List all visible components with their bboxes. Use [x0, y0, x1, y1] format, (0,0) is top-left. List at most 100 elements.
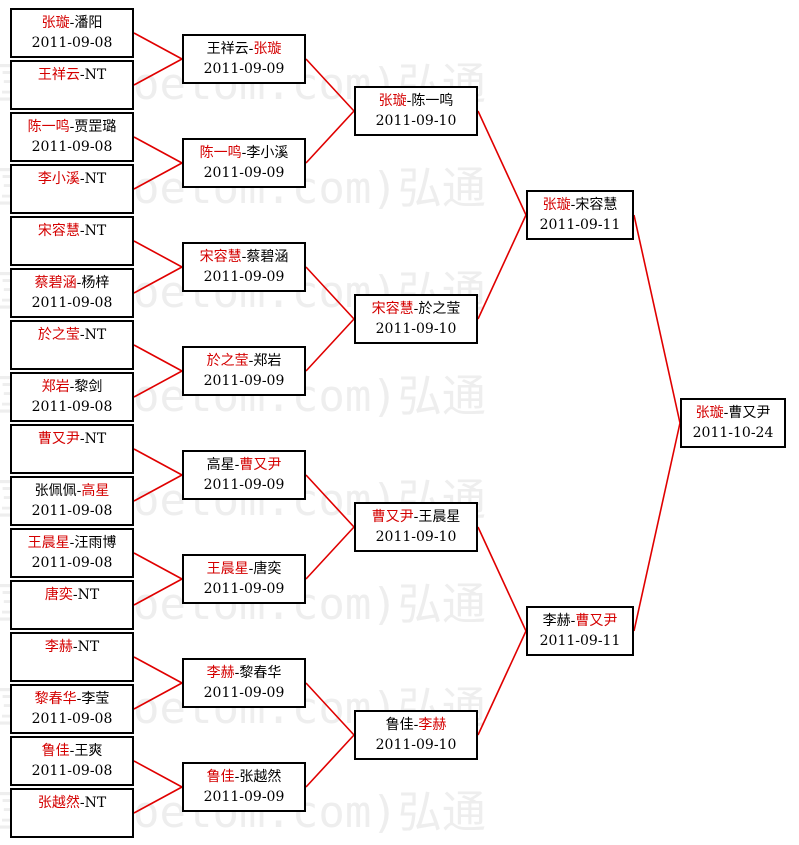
player-2-name: NT	[77, 587, 100, 603]
player-1-name: 黎春华	[34, 691, 77, 707]
player-2-name: 曹又尹	[728, 405, 771, 421]
player-2-name: 潘阳	[74, 15, 103, 31]
player-2-name: 张越然	[239, 769, 282, 785]
players-separator: -	[69, 15, 75, 31]
match-players: 张璇-曹又尹	[696, 403, 771, 423]
bracket-connector	[305, 266, 355, 320]
player-1-name: 鲁佳	[385, 717, 414, 733]
bracket-connector	[477, 630, 527, 736]
player-2-name: 李赫	[418, 717, 447, 733]
match-date	[70, 189, 74, 209]
match-date: 2011-09-10	[375, 737, 457, 753]
players-separator: -	[79, 431, 85, 447]
player-2-name: 唐奕	[253, 561, 282, 577]
player-1-name: 宋容慧	[37, 223, 80, 239]
player-2-name: 郑岩	[253, 353, 282, 369]
players-separator: -	[570, 197, 576, 213]
player-1-name: 於之莹	[37, 327, 80, 343]
players-separator: -	[69, 535, 75, 551]
bracket-connector	[305, 474, 355, 528]
match-players: 曹又尹-王晨星	[372, 507, 461, 527]
bracket-connector	[633, 422, 681, 632]
match-players: 於之莹-NT	[38, 325, 106, 345]
bracket-connector	[133, 240, 183, 268]
players-separator: -	[234, 457, 240, 473]
players-separator: -	[79, 327, 85, 343]
bracket-connector	[133, 760, 183, 788]
players-separator: -	[69, 379, 75, 395]
bracket-connector	[477, 214, 527, 320]
match-players: 黎春华-李莹	[35, 689, 110, 709]
player-1-name: 於之莹	[206, 353, 249, 369]
player-1-name: 鲁佳	[206, 769, 235, 785]
match-date: 2011-09-09	[203, 165, 285, 181]
match-date: 2011-09-11	[539, 217, 621, 233]
players-separator: -	[72, 587, 78, 603]
players-separator: -	[234, 769, 240, 785]
player-2-name: 黎剑	[74, 379, 103, 395]
player-1-name: 宋容慧	[199, 249, 242, 265]
bracket-connector	[305, 734, 355, 788]
bracket-connector	[305, 682, 355, 736]
player-1-name: 王祥云	[206, 41, 249, 57]
player-1-name: 李赫	[44, 639, 73, 655]
player-1-name: 张璇	[695, 405, 724, 421]
bracket-connector	[133, 786, 183, 814]
match-players: 李赫-黎春华	[207, 663, 282, 683]
player-1-name: 陈一鸣	[27, 119, 70, 135]
match-players: 唐奕-NT	[45, 585, 99, 605]
player-2-name: 陈一鸣	[411, 93, 454, 109]
match-players: 高星-曹又尹	[207, 455, 282, 475]
bracket-connector	[133, 162, 183, 190]
player-1-name: 曹又尹	[371, 509, 414, 525]
match-players: 王晨星-唐奕	[207, 559, 282, 579]
bracket-connector	[133, 370, 183, 398]
bracket-connector	[305, 526, 355, 580]
match-date: 2011-10-24	[692, 425, 774, 441]
player-1-name: 王晨星	[206, 561, 249, 577]
bracket-connector	[305, 318, 355, 372]
match-players: 鲁佳-张越然	[207, 767, 282, 787]
players-separator: -	[413, 509, 419, 525]
player-2-name: 王爽	[74, 743, 103, 759]
player-2-name: 黎春华	[239, 665, 282, 681]
player-2-name: 王晨星	[418, 509, 461, 525]
player-1-name: 宋容慧	[371, 301, 414, 317]
players-separator: -	[79, 795, 85, 811]
player-2-name: 蔡碧涵	[246, 249, 289, 265]
match-players: 李小溪-NT	[38, 169, 106, 189]
match-players: 李赫-NT	[45, 637, 99, 657]
player-2-name: NT	[84, 67, 107, 83]
match-date: 2011-09-09	[203, 685, 285, 701]
bracket-connector	[305, 58, 355, 112]
players-separator: -	[76, 691, 82, 707]
match-players: 李赫-曹又尹	[543, 611, 618, 631]
player-1-name: 王晨星	[27, 535, 70, 551]
player-1-name: 李小溪	[37, 171, 80, 187]
match-players: 张璇-宋容慧	[543, 195, 618, 215]
players-separator: -	[406, 93, 412, 109]
player-1-name: 张璇	[542, 197, 571, 213]
match-players: 张璇-陈一鸣	[379, 91, 454, 111]
match-date	[70, 657, 74, 677]
player-1-name: 高星	[206, 457, 235, 473]
player-2-name: NT	[84, 171, 107, 187]
bracket-connector	[133, 344, 183, 372]
match-date: 2011-09-08	[31, 503, 113, 519]
match-players: 宋容慧-於之莹	[372, 299, 461, 319]
match-box: 李小溪-NT	[10, 164, 134, 214]
match-date: 2011-09-08	[31, 295, 113, 311]
bracket-connector	[133, 682, 183, 710]
match-date: 2011-09-08	[31, 139, 113, 155]
players-separator: -	[241, 145, 247, 161]
player-2-name: 於之莹	[418, 301, 461, 317]
